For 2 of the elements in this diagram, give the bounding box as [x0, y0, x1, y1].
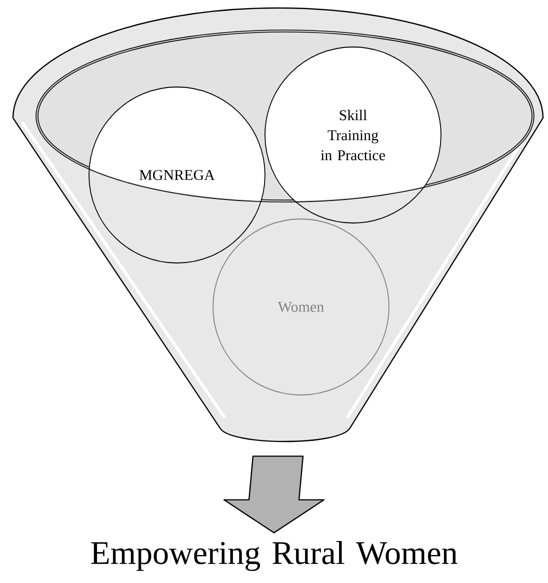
caption-text: Empowering Rural Women	[91, 541, 458, 571]
block-arrow	[223, 456, 325, 534]
